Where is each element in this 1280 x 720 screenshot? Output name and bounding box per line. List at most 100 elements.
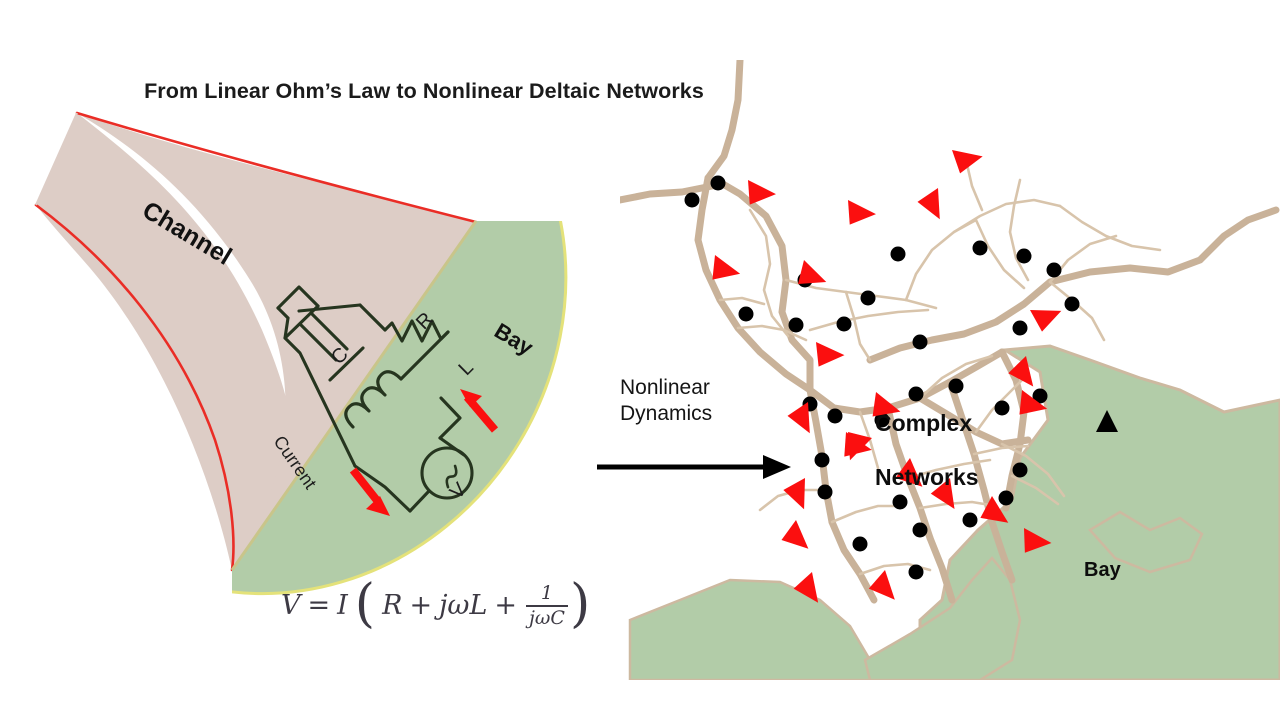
- right-arrow-icon: [597, 455, 791, 479]
- wire-inductor-to-source: [438, 396, 462, 440]
- channel-shape-main: [77, 113, 476, 570]
- network-node: [738, 306, 754, 322]
- figure-title: From Linear Ohm’s Law to Nonlinear Delta…: [144, 79, 704, 103]
- transition-label-line2: Dynamics: [620, 402, 713, 426]
- current-arrow-down: [349, 467, 383, 506]
- channel-to-delta: [806, 348, 1006, 416]
- channel-inlet-edge: [35, 112, 78, 206]
- network-node: [892, 494, 908, 510]
- fraction-bar: [526, 604, 568, 607]
- minor-channels-group: [718, 158, 1162, 576]
- minor-channel-14: [906, 458, 992, 480]
- equation-current: I: [337, 590, 348, 622]
- channel-south-fork-b: [926, 534, 956, 604]
- minor-channel-9: [1058, 204, 1162, 252]
- channel-south-fork-d: [988, 518, 1016, 584]
- minor-channel-16: [830, 504, 902, 524]
- network-node: [998, 490, 1014, 506]
- equation-plus-1: +: [409, 590, 433, 622]
- flow-direction-triangle-icon: [1019, 390, 1048, 415]
- equation-capacitive-fraction: 1 jωC: [526, 582, 568, 629]
- current-arrows-group: [349, 389, 499, 516]
- equation-lhs: V: [281, 590, 301, 622]
- wire-top-corner: [297, 303, 362, 313]
- minor-channel-4: [844, 290, 872, 362]
- channel-northeast-trunk: [1046, 206, 1280, 286]
- flow-direction-triangle-icon: [930, 478, 955, 509]
- minor-channel-15: [918, 500, 998, 510]
- wire-resistor-to-inductor: [399, 330, 450, 381]
- flow-direction-triangle-icon: [895, 458, 923, 487]
- rlc-circuit-group: [276, 285, 474, 513]
- station-triangle-icon: [1096, 410, 1118, 432]
- flow-direction-triangle-icon: [980, 496, 1009, 523]
- network-node: [1012, 320, 1028, 336]
- resistor-symbol: [383, 319, 450, 343]
- wire-left-long: [283, 316, 357, 468]
- minor-channel-7: [974, 218, 1026, 290]
- network-node: [1032, 388, 1048, 404]
- network-node: [948, 378, 964, 394]
- network-node: [852, 536, 868, 552]
- network-node: [890, 246, 906, 262]
- flow-direction-triangle-icon: [787, 402, 810, 434]
- ac-source-circle: [420, 446, 474, 500]
- wire-capacitor-lead-right: [328, 346, 365, 382]
- wire-source-top: [438, 436, 466, 457]
- minor-channel-5: [904, 218, 978, 302]
- minor-channel-12: [918, 354, 994, 400]
- ohms-law-equation: V = I ( R + jωL + 1 jωC ): [281, 573, 591, 634]
- wire-bottom-loop: [353, 464, 412, 513]
- network-node: [1046, 262, 1062, 278]
- minor-channel-20: [718, 296, 766, 306]
- flow-direction-triangle-icon: [848, 200, 876, 225]
- equation-plus-2: +: [494, 590, 518, 622]
- flow-direction-triangle-icon: [1030, 310, 1062, 332]
- flow-direction-arrows-group: [712, 150, 1062, 603]
- flow-direction-triangle-icon: [847, 432, 872, 461]
- flow-direction-triangle-icon: [816, 342, 845, 367]
- network-node: [827, 408, 843, 424]
- delta-map-svg: [620, 60, 1280, 680]
- network-node: [860, 290, 876, 306]
- capacitor-plate-1: [298, 322, 338, 362]
- channel-lower-boundary: [34, 203, 235, 572]
- flow-direction-triangle-icon: [798, 260, 827, 285]
- minor-channel-3: [808, 308, 930, 332]
- equation-close-paren: ): [569, 573, 591, 634]
- flow-direction-triangle-icon: [952, 150, 983, 174]
- wire-capacitor-to-resistor: [358, 303, 387, 332]
- transition-label: Nonlinear Dynamics: [620, 375, 790, 428]
- minor-channel-8: [1008, 178, 1030, 282]
- channel-east-mid: [916, 394, 1032, 448]
- channel-bay-schematic-svg: [34, 111, 568, 596]
- flow-direction-triangle-icon: [872, 392, 901, 417]
- flow-direction-triangle-icon: [868, 570, 895, 600]
- network-node: [814, 452, 830, 468]
- bay-water-body-group: [628, 344, 1280, 680]
- flow-direction-triangle-icon: [917, 188, 940, 220]
- flow-direction-triangle-icon: [712, 255, 741, 280]
- channel-trunk-north: [704, 60, 744, 182]
- minor-channel-22: [1010, 474, 1060, 506]
- minor-channel-6: [952, 198, 1062, 234]
- wire-left-upper: [276, 285, 320, 310]
- transition-label-line1: Nonlinear: [620, 376, 710, 399]
- minor-channel-21: [1000, 442, 1066, 498]
- network-node: [912, 334, 928, 350]
- flow-direction-triangle-icon: [781, 520, 809, 549]
- wire-source-bottom: [408, 489, 431, 513]
- minor-channel-2: [784, 278, 938, 310]
- southwest-land-lobe: [628, 578, 872, 680]
- channel-mid-east: [866, 278, 1054, 364]
- minor-channel-1: [748, 208, 790, 338]
- network-node: [912, 522, 928, 538]
- fraction-numerator: 1: [540, 582, 554, 604]
- network-node: [1064, 296, 1080, 312]
- inductor-symbol: [344, 370, 403, 429]
- ac-source-sine-glyph: [445, 464, 458, 489]
- equation-resistance: R: [382, 590, 403, 622]
- channel-upper-boundary: [75, 111, 478, 224]
- flow-direction-triangle-icon: [748, 180, 776, 205]
- network-nodes-group: [684, 175, 1080, 580]
